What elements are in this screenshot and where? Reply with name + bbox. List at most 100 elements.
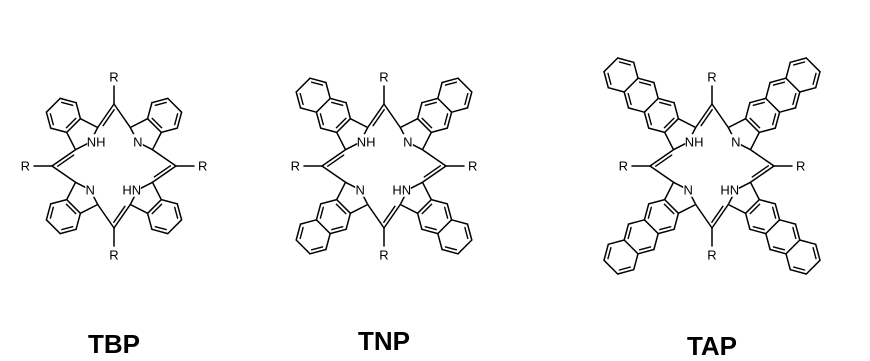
pyrrole-3-fused-ring-1-edge-5: [325, 232, 331, 251]
pyrrole-0-bond-ba-bb: [663, 117, 680, 134]
pyrrole-1-fused-ring-0-double-b: [154, 101, 167, 107]
pyrrole-1-fused-ring-1-edge-2: [466, 91, 473, 109]
meso-3-bond-b: [51, 148, 77, 167]
pyrrole-0-fused-ring-0-edge-2: [657, 97, 675, 104]
tnp-hn-label-bg: [392, 181, 411, 197]
meso-3-double: [327, 154, 345, 167]
pyrrole-3-fused-ring-0-edge-2: [45, 203, 52, 221]
tbp-nh-label-bg: [87, 134, 106, 150]
pyrrole-1-bond-cb-bb: [749, 131, 761, 151]
pyrrole-2-fused-ring-1-edge-2: [441, 248, 459, 255]
pyrrole-1-fused-ring-0-edge-2: [774, 111, 781, 129]
tnp-substituent-bottom: R: [379, 248, 388, 263]
pyrrole-1-fused-ring-0-double-b: [424, 101, 437, 107]
pyrrole-2-bond-ba-bb: [744, 198, 761, 215]
tap-n-label-bottom: N: [684, 182, 693, 197]
pyrrole-0-fused-ring-1-edge-4: [623, 91, 630, 109]
pyrrole-3-fused-ring-0-edge-1: [49, 198, 68, 205]
pyrrole-0-fused-ring-1-double-a: [638, 81, 652, 86]
tap-substituent-bottom-bg: [707, 247, 717, 262]
pyrrole-1-fused-ring-1-edge-2: [794, 91, 801, 109]
pyrrole-0-fused-ring-2-double-a: [618, 61, 631, 66]
pyrrole-1-bond-ca-ba: [727, 117, 747, 129]
pyrrole-2-bond-ba-bb: [146, 198, 163, 215]
pyrrole-0-fused-ring-0-edge-5: [49, 127, 68, 134]
pyrrole-1-fused-ring-1-edge-3: [457, 77, 473, 93]
meso-2-bond-b: [96, 203, 115, 229]
pyrrole-1-fused-ring-2-edge-1: [799, 86, 817, 93]
tnp-n-label-top-bg: [402, 134, 413, 150]
pyrrole-1-fused-ring-0-edge-5: [744, 101, 751, 120]
pyrrole-3-fused-ring-0-double-c: [663, 203, 675, 215]
meso-3-bond-a: [321, 165, 347, 184]
pyrrole-3-fused-ring-1-edge-1: [299, 219, 318, 225]
pyrrole-2-fused-ring-2-edge-1: [785, 253, 792, 271]
pyrrole-3-fused-ring-1-double-a: [299, 226, 304, 240]
pyrrole-2-fused-ring-2-edge-2: [789, 268, 808, 275]
pyrrole-1-fused-ring-1-double-a: [464, 92, 469, 106]
pyrrole-3-fused-ring-0-edge-4: [657, 228, 675, 235]
meso-2-double: [113, 205, 126, 224]
meso-2-double: [383, 205, 396, 224]
pyrrole-2-bond-ca-ba: [749, 181, 761, 201]
tap-nh-label-bg: [685, 134, 704, 150]
pyrrole-1-fused-ring-0-edge-1: [430, 127, 449, 134]
pyrrole-3-fused-ring-1-edge-3: [623, 239, 639, 255]
pyrrole-1-fused-ring-0-edge-3: [765, 97, 781, 113]
pyrrole-0-fused-ring-2-edge-1: [632, 61, 639, 79]
pyrrole-2-bond-cb-bb: [399, 203, 419, 215]
pyrrole-3-fused-ring-0-edge-2: [315, 203, 322, 221]
pyrrole-0-fused-ring-2-edge-2: [616, 57, 635, 64]
pyrrole-1-fused-ring-0-edge-4: [749, 97, 767, 104]
pyrrole-0-bond-ba-bb: [65, 117, 82, 134]
pyrrole-0-bond-cb-bb: [79, 117, 99, 129]
pyrrole-1-fused-ring-2-edge-5: [785, 61, 792, 79]
pyrrole-0-fused-ring-1-double-b: [627, 92, 632, 106]
tap-substituent-right-bg: [796, 158, 806, 173]
pyrrole-2-fused-ring-0-double-a: [424, 225, 437, 231]
pyrrole-2-fused-ring-0-edge-4: [774, 203, 781, 221]
pyrrole-1-fused-ring-0-edge-2: [176, 111, 183, 129]
pyrrole-0-fused-ring-0-edge-2: [59, 97, 77, 104]
tap-substituent-left: R: [619, 159, 628, 174]
tbp-substituent-left-bg: [20, 158, 30, 173]
pyrrole-1-fused-ring-0-edge-4: [421, 97, 439, 104]
tnp-n-label-bottom: N: [356, 182, 365, 197]
pyrrole-0-bond-cb-bb: [349, 117, 369, 129]
pyrrole-0-fused-ring-0-double-a: [61, 101, 74, 107]
tnp-nh-label-bg: [357, 134, 376, 150]
pyrrole-3-fused-ring-0-double-b: [331, 225, 344, 231]
pyrrole-1-fused-ring-1-edge-4: [441, 77, 459, 84]
pyrrole-0-fused-ring-0-double-a: [659, 101, 672, 107]
pyrrole-1-fused-ring-1-edge-4: [769, 77, 787, 84]
pyrrole-0-bond-ca-ba: [335, 131, 347, 151]
pyrrole-0-fused-ring-0-edge-1: [345, 101, 352, 120]
pyrrole-1-fused-ring-2-double-a: [812, 72, 817, 86]
pyrrole-3-fused-ring-2-edge-4: [616, 268, 635, 275]
pyrrole-3-fused-ring-0-double-c: [65, 203, 77, 215]
pyrrole-0-fused-ring-0-edge-3: [643, 97, 659, 113]
pyrrole-3-fused-ring-0-edge-4: [59, 228, 77, 235]
pyrrole-2-fused-ring-0-edge-1: [744, 212, 751, 231]
pyrrole-1-fused-ring-0-double-c: [151, 117, 163, 129]
tbp-substituent-top-bg: [109, 69, 119, 84]
pyrrole-2-fused-ring-1-double-a: [772, 246, 786, 251]
tap-nh-label: NH: [685, 135, 704, 150]
pyrrole-2-fused-ring-0-double-c: [151, 203, 163, 215]
meso-1-bond-a: [421, 148, 447, 167]
pyrrole-2-fused-ring-1-edge-3: [457, 239, 473, 255]
pyrrole-2-fused-ring-0-edge-1: [146, 212, 153, 231]
pyrrole-0-fused-ring-1-edge-3: [295, 77, 311, 93]
pyrrole-1-fused-ring-0-double-a: [444, 113, 449, 126]
pyrrole-3-fused-ring-1-edge-2: [623, 223, 630, 241]
pyrrole-3-bond-cb-bb: [663, 181, 675, 201]
pyrrole-1-bond-ba-bb: [416, 117, 433, 134]
compound-name-tnp: TNP: [358, 326, 410, 356]
pyrrole-2-fused-ring-1-edge-1: [765, 232, 771, 251]
pyrrole-2-fused-ring-0-double-b: [173, 206, 179, 219]
tbp-nh-label: NH: [87, 135, 106, 150]
pyrrole-0-fused-ring-1-edge-1: [325, 81, 331, 100]
compound-name-tbp: TBP: [88, 329, 140, 359]
